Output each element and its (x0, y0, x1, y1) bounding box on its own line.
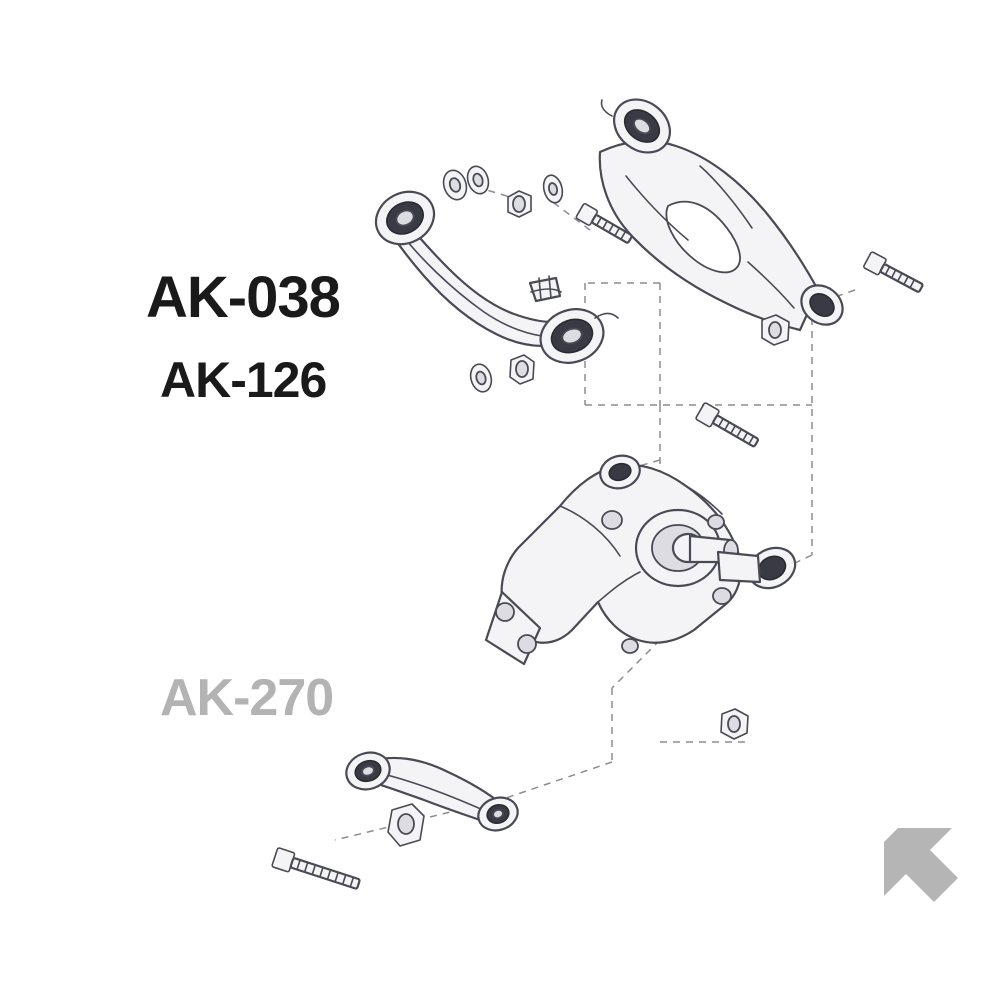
upper-control-arm (598, 98, 924, 346)
arrow-down-right-icon (884, 828, 958, 902)
toe-arm-assembly (271, 751, 519, 890)
part-label-ak-038: AK-038 (146, 265, 341, 330)
camber-arm-assembly (374, 190, 619, 364)
part-label-ak-270: AK-270 (160, 669, 334, 727)
knuckle-hardware (695, 402, 760, 740)
steering-knuckle (484, 454, 797, 666)
camber-arm-hardware (442, 165, 633, 393)
part-label-ak-126: AK-126 (160, 352, 327, 408)
